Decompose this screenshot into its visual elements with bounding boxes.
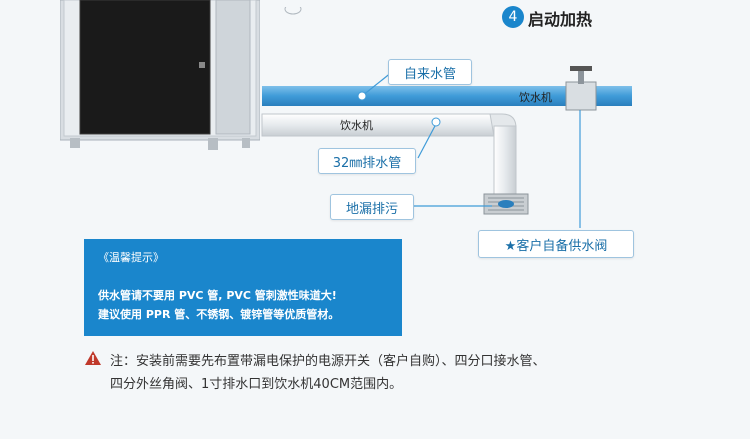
step-number: 4 bbox=[508, 9, 518, 25]
note-line-2: 四分外丝角阀、1寸排水口到饮水机40CM范围内。 bbox=[110, 377, 403, 392]
tap-water-pipe bbox=[262, 86, 632, 106]
floor-drain-label: 地漏排污 bbox=[330, 194, 414, 220]
tip-box: 《温馨提示》 供水管请不要用 PVC 管, PVC 管刺激性味道大! 建议使用 … bbox=[84, 239, 402, 336]
supply-valve-label: ★客户自备供水阀 bbox=[478, 230, 634, 258]
drain-pipe bbox=[261, 113, 503, 137]
tip-title: 《温馨提示》 bbox=[98, 251, 164, 264]
step-title: 启动加热 bbox=[528, 10, 593, 29]
tap-water-pipe-label: 自来水管 bbox=[388, 59, 472, 85]
valve-body bbox=[565, 81, 597, 111]
drain-pipe-label: 32㎜排水管 bbox=[318, 148, 416, 174]
warning-icon bbox=[84, 350, 102, 366]
note-line-1: 注：安装前需要先布置带漏电保护的电源开关（客户自购）、四分口接水管、 bbox=[110, 354, 546, 369]
drinking-water-pipe-label: 饮水机 bbox=[519, 91, 552, 104]
machine-label: 饮水机 bbox=[340, 119, 373, 132]
step-number-badge: 4 bbox=[502, 6, 524, 28]
water-dispenser-cabinet bbox=[59, 0, 261, 150]
tip-line-1: 供水管请不要用 PVC 管, PVC 管刺激性味道大! bbox=[98, 289, 337, 302]
gauge-icon bbox=[284, 0, 302, 15]
tip-line-2: 建议使用 PPR 管、不锈钢、镀锌管等优质管材。 bbox=[98, 308, 340, 321]
